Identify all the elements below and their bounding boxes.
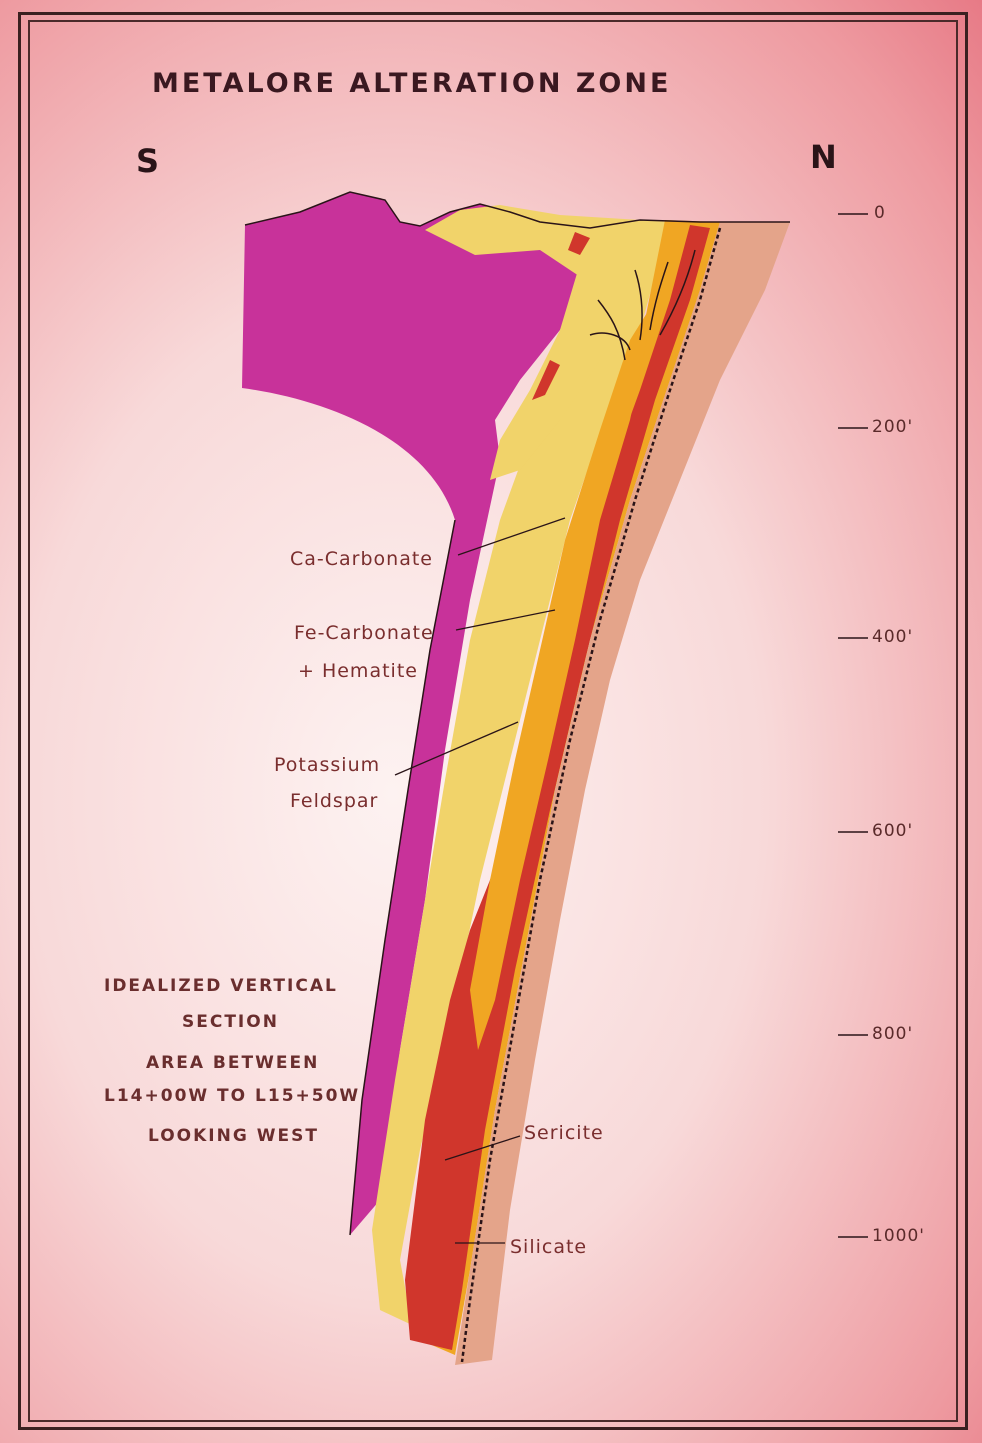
south-direction-label: S <box>136 142 159 180</box>
note-line-3: AREA BETWEEN <box>146 1053 319 1073</box>
note-line-1: IDEALIZED VERTICAL <box>104 976 338 996</box>
silicate-label: Silicate <box>510 1236 587 1258</box>
potassium-label: Potassium <box>274 754 380 776</box>
depth-label-1000: 1000' <box>872 1226 925 1246</box>
north-direction-label: N <box>810 138 837 176</box>
depth-label-400: 400' <box>872 627 913 647</box>
note-line-4: L14+00W TO L15+50W <box>104 1086 360 1106</box>
diagram-title: METALORE ALTERATION ZONE <box>152 68 671 99</box>
note-line-2: SECTION <box>182 1012 279 1032</box>
depth-label-200: 200' <box>872 417 913 437</box>
ca-carbonate-label: Ca-Carbonate <box>290 548 433 570</box>
depth-label-0: 0 <box>874 203 886 223</box>
depth-ticks <box>838 214 868 1237</box>
sericite-label: Sericite <box>524 1122 604 1144</box>
hematite-label: + Hematite <box>298 660 418 682</box>
depth-label-600: 600' <box>872 821 913 841</box>
note-line-5: LOOKING WEST <box>148 1126 319 1146</box>
depth-label-800: 800' <box>872 1024 913 1044</box>
fe-carbonate-label: Fe-Carbonate <box>294 622 434 644</box>
feldspar-label: Feldspar <box>290 790 378 812</box>
